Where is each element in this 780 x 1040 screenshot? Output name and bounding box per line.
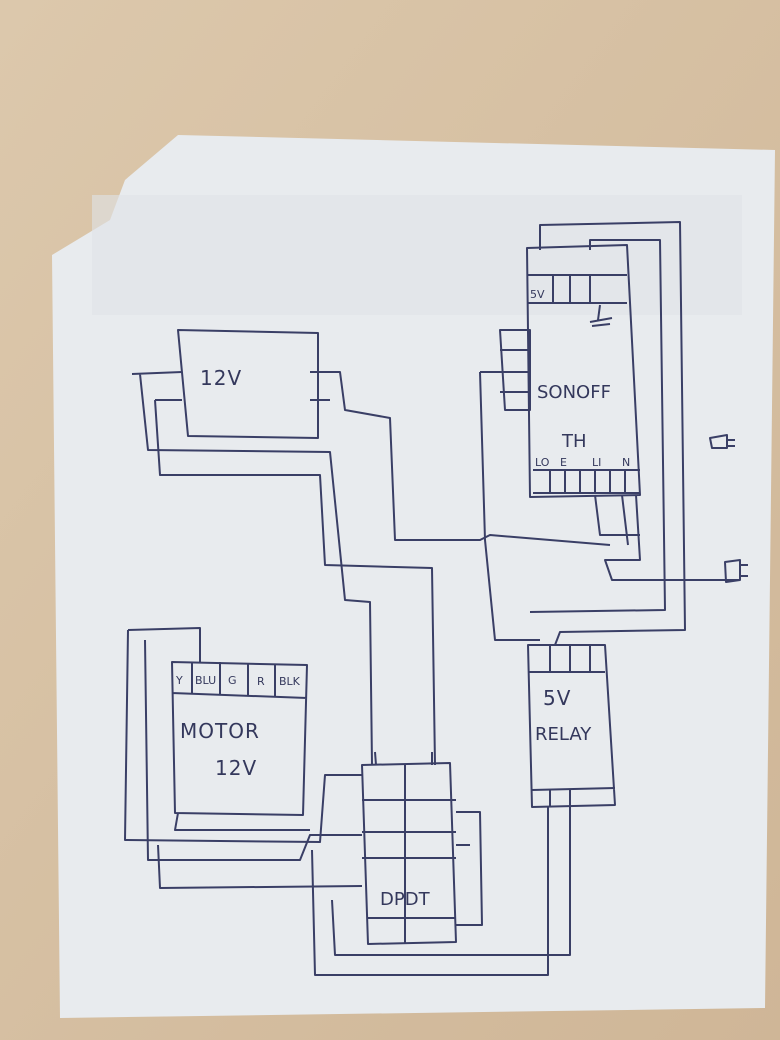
motor-wire-y: Y — [175, 674, 183, 687]
sonoff-terminal-e: E — [560, 456, 567, 469]
motor-wire-blk: BLK — [279, 675, 301, 688]
sonoff-terminal-li: LI — [592, 456, 601, 469]
dpdt-label: DPDT — [380, 889, 431, 910]
relay-label: RELAY — [535, 724, 592, 745]
motor-label: MOTOR — [180, 719, 260, 743]
plug-icon-output — [709, 434, 735, 449]
dpdt-switch: DPDT — [361, 762, 457, 945]
power-supply-12v: 12V — [177, 329, 319, 439]
power-supply-label: 12V — [200, 366, 242, 390]
motor-12v: Y BLU G R BLK MOTOR 12V — [171, 661, 308, 816]
motor-wire-blu: BLU — [195, 674, 216, 687]
plug-icon-mains — [724, 559, 748, 583]
relay-5v: 5V RELAY — [527, 644, 616, 808]
sonoff-label: SONOFF — [537, 382, 611, 403]
motor-wire-r: R — [257, 675, 265, 688]
sonoff-5v-label: 5V — [530, 288, 545, 301]
paper-sheet — [52, 135, 775, 1018]
ground-icon — [589, 304, 613, 327]
motor-voltage: 12V — [215, 756, 257, 780]
sonoff-th: 5V SONOFF TH LO E LI N — [499, 244, 641, 498]
relay-voltage: 5V — [543, 686, 571, 710]
printed-background-banner — [92, 195, 742, 315]
sonoff-terminal-lo: LO — [535, 456, 550, 469]
wires — [124, 221, 748, 976]
motor-wire-g: G — [228, 674, 237, 687]
sonoff-sublabel: TH — [561, 431, 587, 452]
sonoff-terminal-n: N — [622, 456, 630, 469]
